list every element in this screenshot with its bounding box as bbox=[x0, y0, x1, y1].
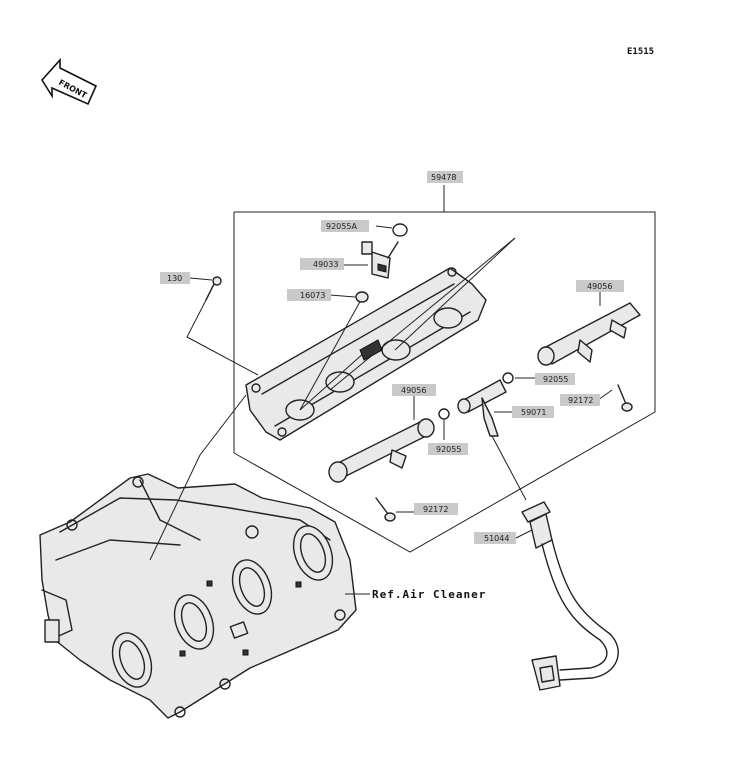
bolt-92172-upper bbox=[597, 384, 633, 412]
label-oring-upper: 92055 bbox=[535, 373, 575, 385]
oval-opening bbox=[111, 632, 153, 688]
svg-text:130: 130 bbox=[167, 274, 182, 283]
label-bolt-lower: 92172 bbox=[414, 503, 458, 515]
ref-air-cleaner-text: Ref.Air Cleaner bbox=[372, 588, 486, 601]
assembly-frame bbox=[233, 185, 656, 553]
injector-49033 bbox=[344, 241, 399, 279]
air-cleaner-housing bbox=[39, 473, 357, 719]
svg-text:92172: 92172 bbox=[423, 505, 448, 514]
label-delivery-pipe-lower: 49056 bbox=[392, 384, 436, 396]
label-oring-lower: 92055 bbox=[428, 443, 468, 455]
svg-text:49056: 49056 bbox=[401, 386, 426, 395]
label-bolt-upper: 92172 bbox=[560, 394, 600, 406]
svg-text:59071: 59071 bbox=[521, 408, 546, 417]
oring-92055-upper bbox=[502, 372, 535, 384]
bolt-92172-lower bbox=[375, 497, 414, 522]
label-delivery-pipe-upper: 49056 bbox=[576, 280, 624, 292]
svg-text:16073: 16073 bbox=[300, 291, 325, 300]
grommet-16073 bbox=[329, 291, 369, 303]
label-hose: 51044 bbox=[474, 532, 516, 544]
svg-text:92055A: 92055A bbox=[326, 222, 357, 231]
svg-text:51044: 51044 bbox=[484, 534, 509, 543]
delivery-pipe-upper bbox=[537, 292, 641, 366]
diagram-code: E1515 bbox=[627, 47, 654, 57]
label-joint: 59071 bbox=[512, 406, 554, 418]
svg-text:92172: 92172 bbox=[568, 396, 593, 405]
label-grommet: 16073 bbox=[287, 289, 331, 301]
oring-92055a bbox=[375, 223, 408, 237]
joint-59071 bbox=[457, 379, 527, 501]
fuel-hose-51044 bbox=[515, 501, 619, 691]
oring-92055-lower bbox=[438, 408, 450, 440]
bolt-130 bbox=[149, 276, 259, 561]
delivery-pipe-lower bbox=[328, 396, 435, 483]
oval-opening bbox=[231, 559, 273, 615]
svg-text:59478: 59478 bbox=[431, 173, 456, 182]
oval-opening bbox=[292, 525, 334, 581]
label-oring-large: 92055A bbox=[321, 220, 369, 232]
front-arrow-icon: FRONT bbox=[41, 57, 98, 106]
throttle-body-assembly bbox=[245, 237, 516, 441]
label-bolt-130: 130 bbox=[160, 272, 190, 284]
svg-text:49056: 49056 bbox=[587, 282, 612, 291]
svg-text:92055: 92055 bbox=[436, 445, 461, 454]
label-assembly: 59478 bbox=[427, 171, 463, 183]
oval-opening bbox=[173, 594, 215, 650]
svg-text:92055: 92055 bbox=[543, 375, 568, 384]
label-injector: 49033 bbox=[300, 258, 344, 270]
svg-text:49033: 49033 bbox=[313, 260, 338, 269]
